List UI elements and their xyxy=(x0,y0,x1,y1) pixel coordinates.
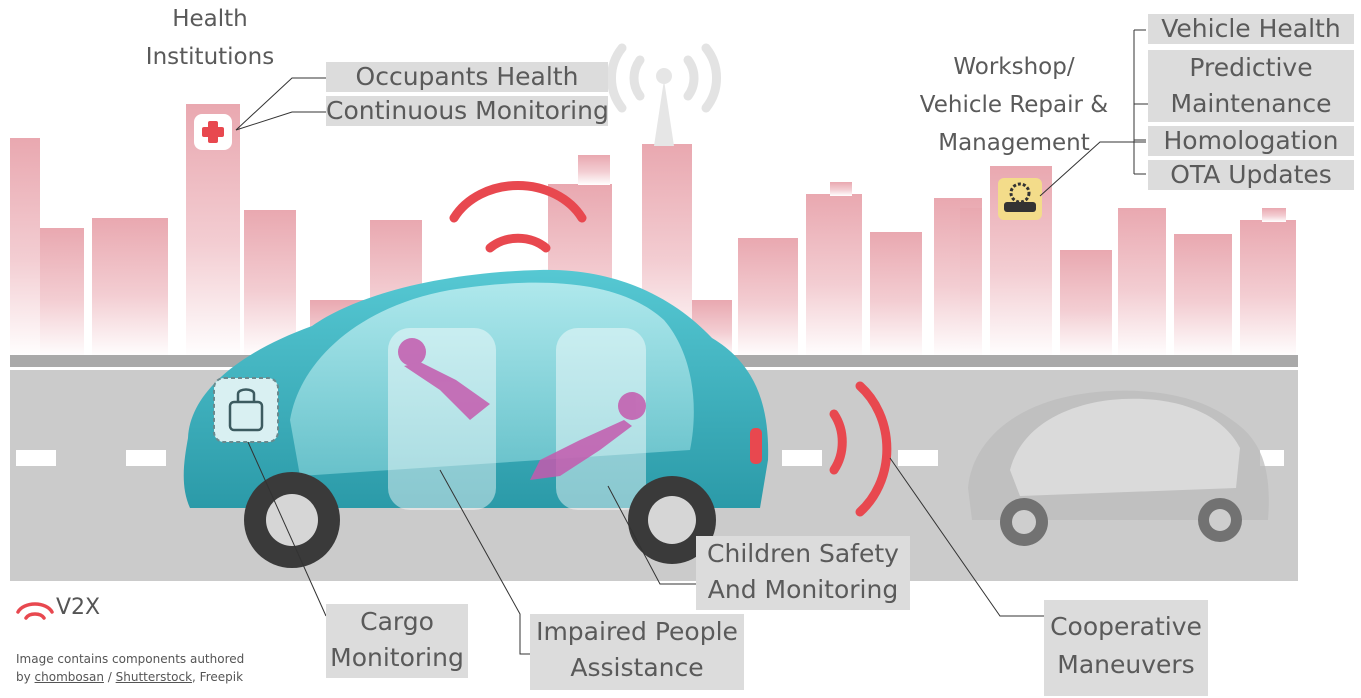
cargo-monitoring-label: Cargo Monitoring xyxy=(326,604,468,678)
antenna-tower-icon xyxy=(606,43,722,146)
continuous-monitoring-label: Continuous Monitoring xyxy=(326,96,609,126)
homologation-label: Homologation xyxy=(1148,126,1354,156)
credit-author-shutterstock[interactable]: Shutterstock xyxy=(115,670,193,684)
luggage-icon xyxy=(213,377,279,443)
v2x-logo-text: V2X xyxy=(56,595,101,620)
health-title-line1: Health xyxy=(172,6,248,32)
health-title-line2: Institutions xyxy=(145,44,275,70)
impaired-line2: Assistance xyxy=(570,653,704,682)
cargo-line2: Monitoring xyxy=(330,643,464,672)
ota-updates-label: OTA Updates xyxy=(1148,160,1354,190)
callout-connector-lines xyxy=(235,29,1150,655)
children-safety-label: Children Safety And Monitoring xyxy=(696,536,910,610)
impaired-people-label: Impaired People Assistance xyxy=(530,614,744,690)
credit-author-chombosan[interactable]: chombosan xyxy=(34,670,104,684)
credit-tail: , Freepik xyxy=(192,670,244,684)
occupants-health-label: Occupants Health xyxy=(326,62,608,92)
cargo-line1: Cargo xyxy=(360,607,434,636)
credit-separator: / xyxy=(103,670,116,684)
children-line2: And Monitoring xyxy=(707,575,899,604)
workshop-title: Workshop/ Vehicle Repair & Management xyxy=(904,48,1124,162)
health-institutions-title: Health Institutions xyxy=(118,0,302,76)
workshop-gear-icon xyxy=(998,178,1042,220)
credit-line1: Image contains components authored xyxy=(16,652,245,666)
other-vehicle xyxy=(968,390,1269,546)
predictive-maintenance-label: Predictive Maintenance xyxy=(1148,50,1354,122)
predictive-line: Predictive xyxy=(1189,53,1313,82)
signal-waves-icon xyxy=(829,381,892,517)
v2x-logo-icon xyxy=(16,602,54,620)
credit-line2: by chombosan / Shutterstock, Freepik xyxy=(16,668,244,686)
maintenance-line: Maintenance xyxy=(1170,89,1332,118)
workshop-title-line3: Management xyxy=(938,130,1090,156)
medical-cross-icon xyxy=(194,114,232,150)
workshop-title-line1: Workshop/ xyxy=(953,54,1075,80)
children-line1: Children Safety xyxy=(707,539,899,568)
connected-car xyxy=(183,269,769,568)
cooperative-line1: Cooperative xyxy=(1050,612,1202,641)
cooperative-maneuvers-label: Cooperative Maneuvers xyxy=(1044,600,1208,696)
workshop-title-line2: Vehicle Repair & xyxy=(919,92,1109,118)
vehicle-health-label: Vehicle Health xyxy=(1148,14,1354,44)
cooperative-line2: Maneuvers xyxy=(1057,650,1195,679)
image-credit: Image contains components authored by ch… xyxy=(16,650,244,686)
credit-by: by xyxy=(16,670,35,684)
v2x-signal-icon xyxy=(449,181,587,253)
impaired-line1: Impaired People xyxy=(536,617,738,646)
